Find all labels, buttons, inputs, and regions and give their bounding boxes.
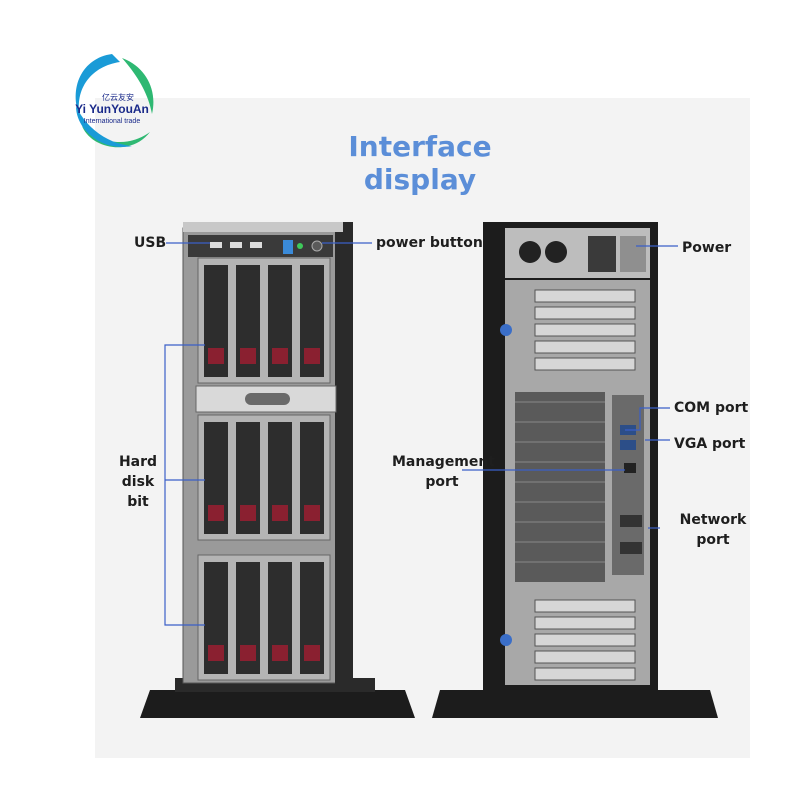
- com-port-label: COM port: [674, 400, 749, 416]
- power-label: Power: [682, 240, 732, 256]
- hard-disk-label-line1: Hard: [118, 454, 158, 470]
- management-port-label-line2: port: [425, 474, 459, 490]
- logo-swirl-icon: [75, 54, 154, 148]
- page-title: Interface display: [348, 130, 492, 196]
- rear-server-tower: [432, 222, 718, 718]
- logo-tagline-text: International trade: [83, 118, 141, 125]
- usb-label: USB: [134, 235, 167, 251]
- logo-name-text: Yi YunYouAn: [75, 102, 149, 116]
- hard-disk-label-line3: bit: [127, 494, 149, 510]
- leader-lines: [164, 242, 678, 626]
- network-port-label-line2: port: [696, 532, 730, 548]
- vga-port-label: VGA port: [674, 436, 746, 452]
- front-server-tower: [140, 222, 415, 718]
- management-port-label-line1: Management: [392, 454, 496, 470]
- network-port-label-line1: Network: [679, 512, 747, 528]
- logo-chinese-text: 亿云友安: [102, 93, 134, 102]
- hard-disk-label-line2: disk: [121, 474, 155, 490]
- power-button-label: power button: [376, 235, 483, 251]
